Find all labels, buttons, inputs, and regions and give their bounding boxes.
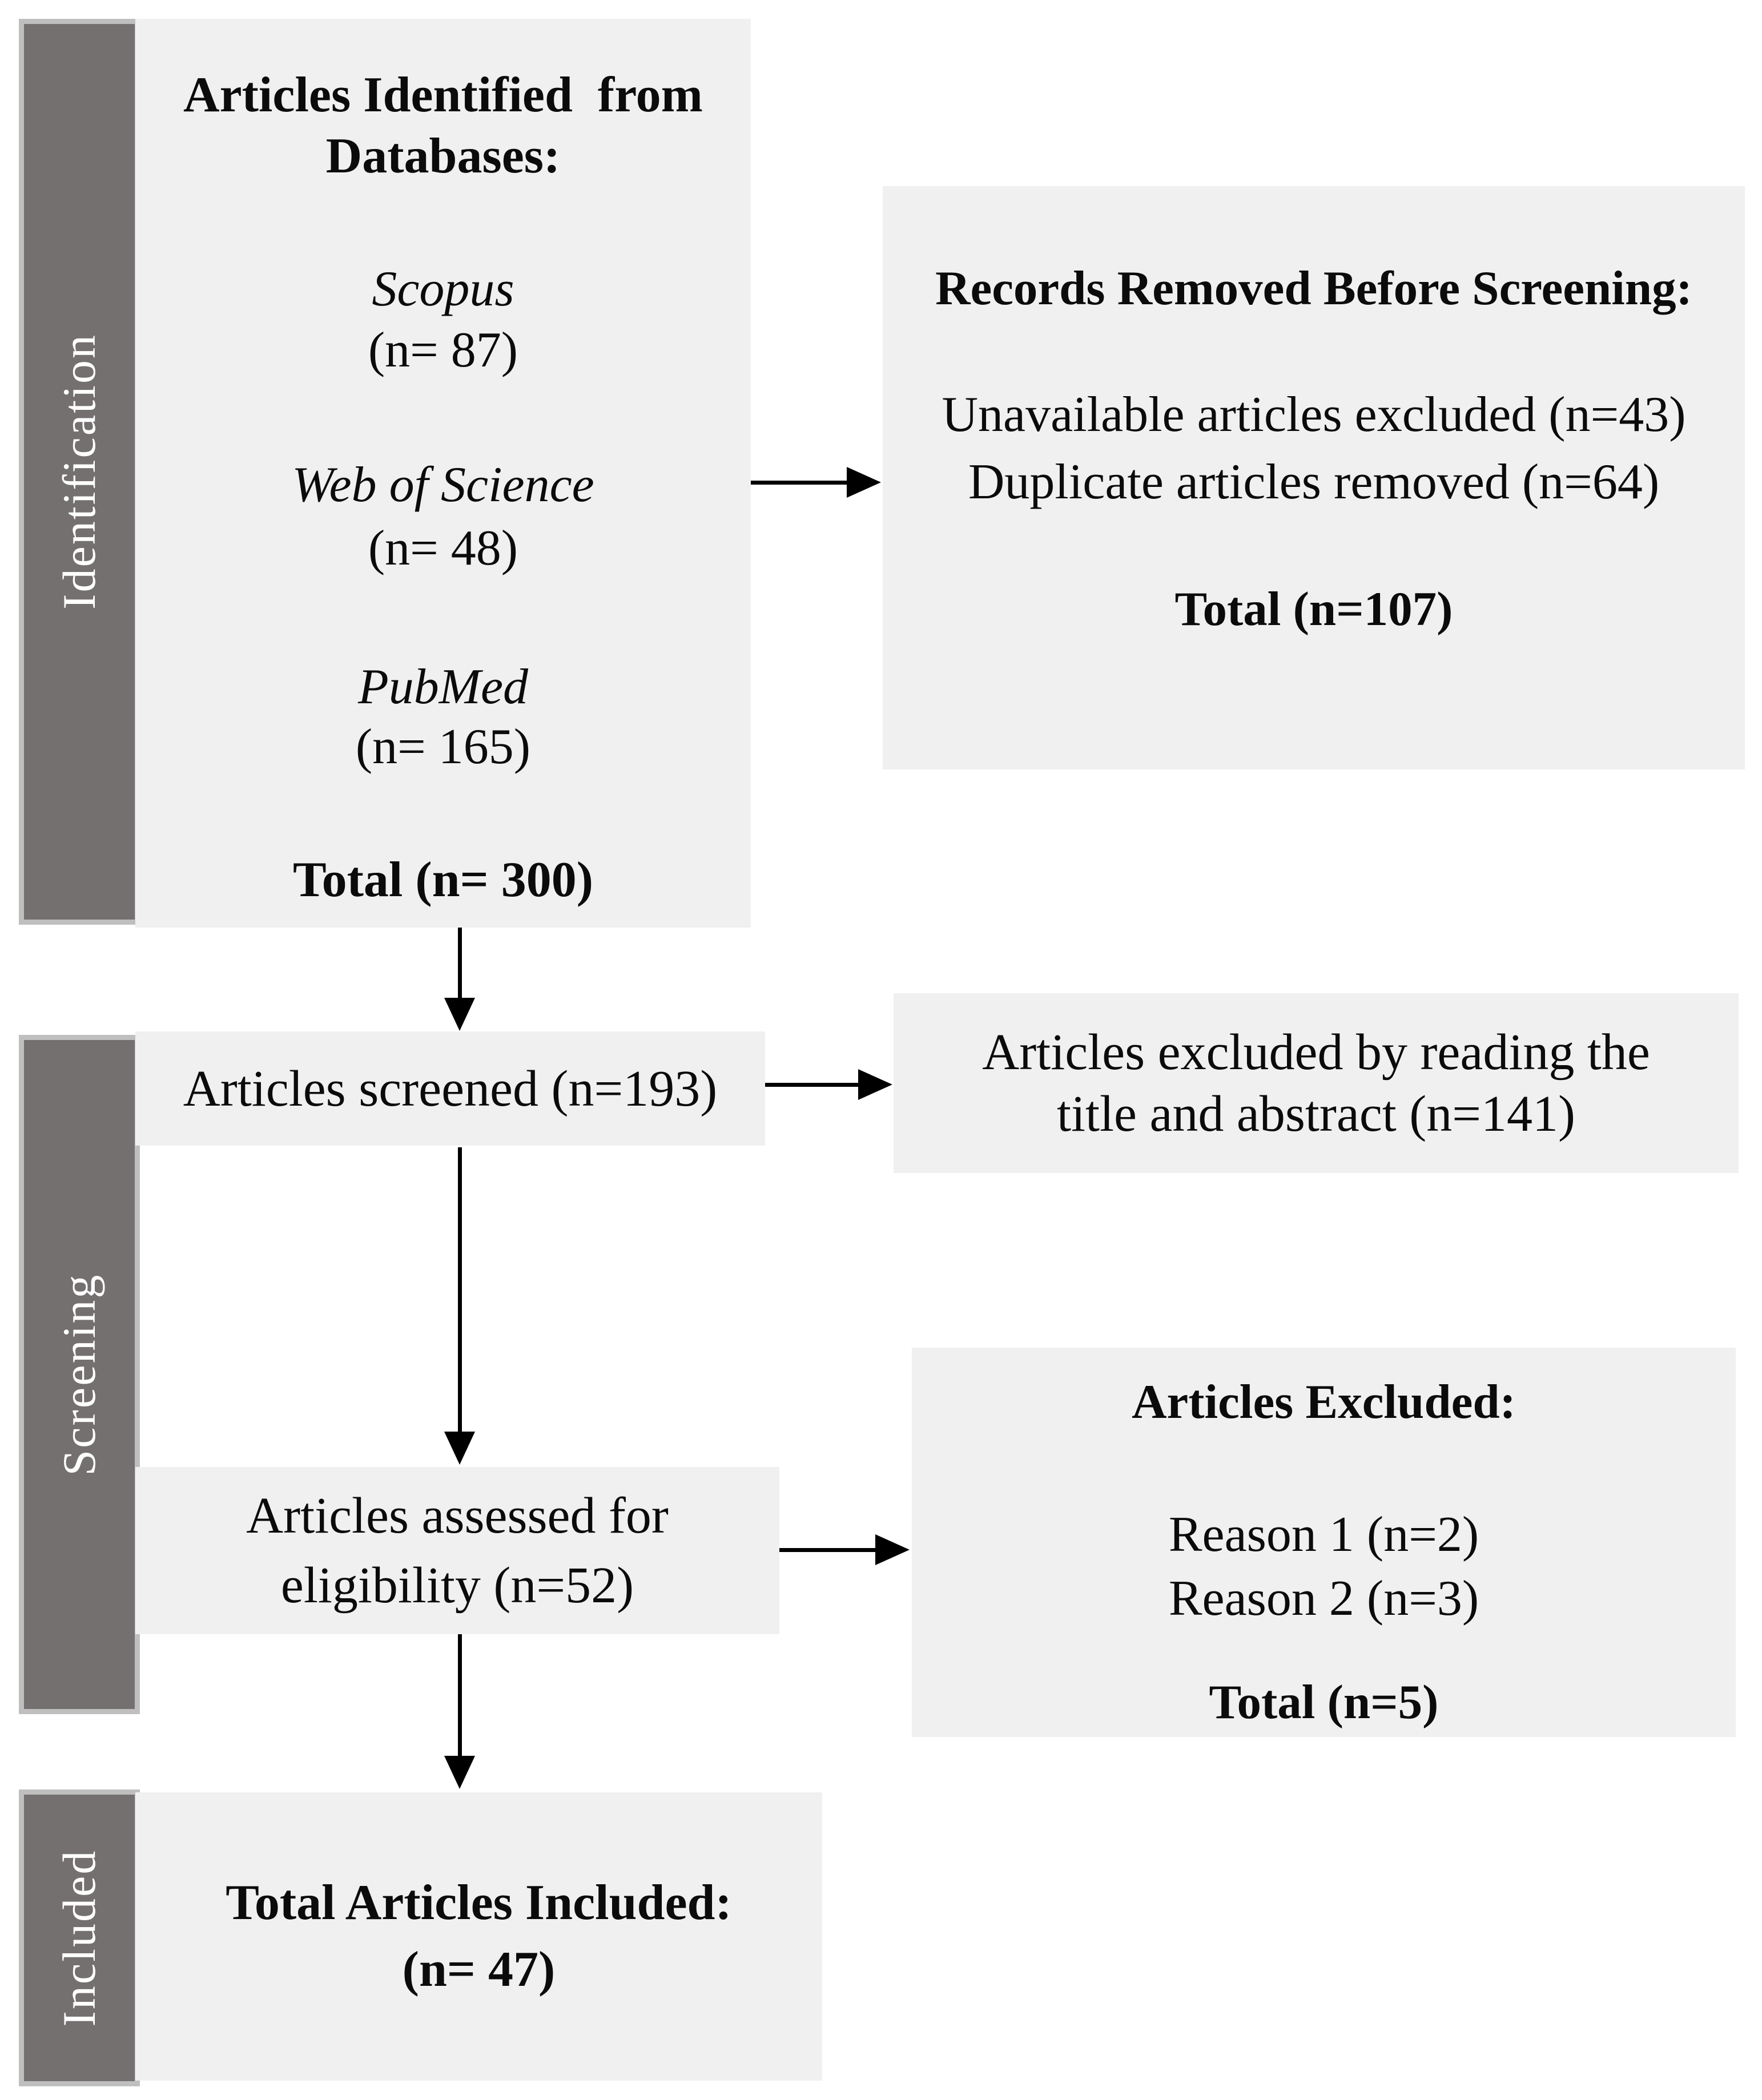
source-count-pubmed: (n= 165) <box>355 719 531 775</box>
sidebar-identification-bar <box>19 19 140 925</box>
records-removed-title: Records Removed Before Screening: <box>935 261 1692 315</box>
articles-excluded-total: Total (n=5) <box>1209 1675 1439 1729</box>
identified-box: Articles Identified from Databases: Scop… <box>135 19 751 928</box>
identified-title-line1: Articles Identified from <box>183 67 703 123</box>
identified-title-line2: Databases: <box>325 128 561 184</box>
articles-excluded-box: Articles Excluded: Reason 1 (n=2) Reason… <box>912 1348 1736 1737</box>
sidebar-identification-label: Identification <box>53 333 105 610</box>
sidebar-included-bar <box>19 1789 140 2086</box>
title-abstract-excluded-box: Articles excluded by reading the title a… <box>894 993 1739 1173</box>
articles-excluded-title: Articles Excluded: <box>1132 1375 1516 1429</box>
screened-box: Articles screened (n=193) <box>135 1031 765 1146</box>
assessed-line2: eligibility (n=52) <box>280 1557 634 1614</box>
source-name-web-of-science: Web of Science <box>292 457 594 513</box>
sidebar-screening-bar <box>19 1035 140 1714</box>
included-line2: (n= 47) <box>402 1941 556 1997</box>
source-name-pubmed: PubMed <box>357 659 529 715</box>
sidebar-screening-label: Screening <box>53 1273 105 1476</box>
source-name-scopus: Scopus <box>372 261 514 317</box>
assessed-box: Articles assessed for eligibility (n=52) <box>135 1467 779 1634</box>
records-removed-total: Total (n=107) <box>1174 582 1453 636</box>
records-removed-item-unavailable: Unavailable articles excluded (n=43) <box>942 387 1686 442</box>
records-removed-box: Records Removed Before Screening: Unavai… <box>883 186 1745 769</box>
articles-excluded-reason1: Reason 1 (n=2) <box>1168 1507 1479 1562</box>
identified-total: Total (n= 300) <box>292 852 594 908</box>
included-box: Total Articles Included: (n= 47) <box>135 1792 822 2081</box>
title-abstract-excluded-line2: title and abstract (n=141) <box>1057 1085 1575 1142</box>
articles-excluded-reason2: Reason 2 (n=3) <box>1168 1571 1479 1626</box>
title-abstract-excluded-line1: Articles excluded by reading the <box>982 1023 1650 1081</box>
source-count-web-of-science: (n= 48) <box>368 521 518 576</box>
assessed-line1: Articles assessed for <box>246 1488 669 1544</box>
source-count-scopus: (n= 87) <box>368 323 518 378</box>
included-line1: Total Articles Included: <box>226 1875 732 1931</box>
sidebar-included-label: Included <box>53 1849 105 2027</box>
screened-text: Articles screened (n=193) <box>183 1060 718 1117</box>
records-removed-item-duplicate: Duplicate articles removed (n=64) <box>968 454 1660 510</box>
